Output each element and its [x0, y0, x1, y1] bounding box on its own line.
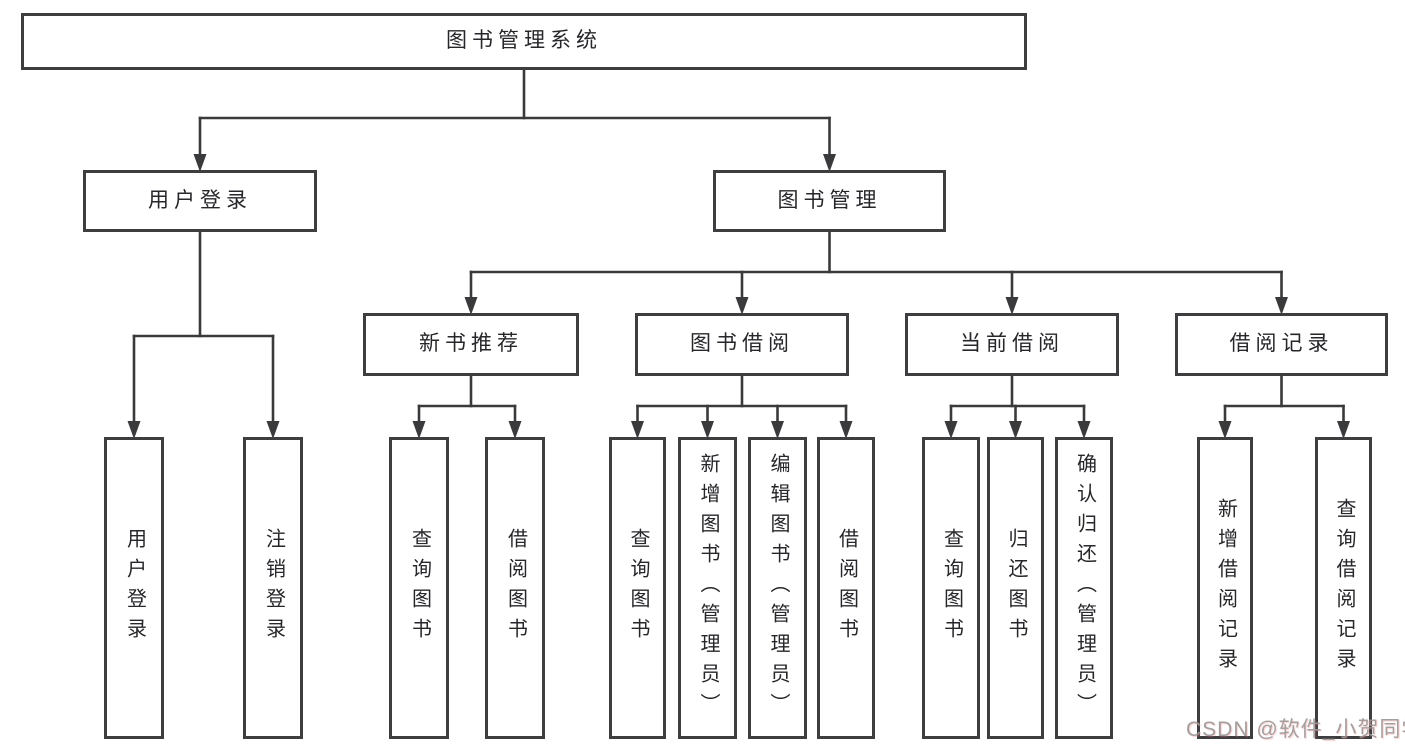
node-new-book-recommend: 新书推荐: [363, 313, 579, 376]
node-book-management: 图书管理: [713, 170, 946, 232]
node-current-borrow: 当前借阅: [905, 313, 1119, 376]
node-leaf-bb-edit-book: 编辑图书（管理员）: [748, 437, 807, 739]
node-label: 编辑图书（管理员）: [767, 453, 789, 723]
node-label: 确认归还（管理员）: [1073, 453, 1096, 723]
node-label: 查询图书: [408, 528, 431, 648]
node-label: 用户登录: [123, 528, 146, 648]
node-label: 注销登录: [262, 528, 285, 648]
node-label: 查询借阅记录: [1333, 498, 1355, 678]
node-leaf-cb-return-book: 归还图书: [987, 437, 1044, 739]
node-label: 用户登录: [148, 188, 252, 212]
node-book-borrow: 图书借阅: [635, 313, 849, 376]
node-leaf-cb-confirm-return: 确认归还（管理员）: [1055, 437, 1113, 739]
node-user-login: 用户登录: [83, 170, 317, 232]
node-leaf-bb-query-book: 查询图书: [609, 437, 666, 739]
node-label: 借阅图书: [504, 528, 527, 648]
node-leaf-bb-add-book: 新增图书（管理员）: [678, 437, 737, 739]
node-leaf-logout: 注销登录: [243, 437, 303, 739]
node-root: 图书管理系统: [21, 13, 1027, 70]
node-label: 图书管理系统: [446, 29, 602, 53]
node-label: 图书借阅: [690, 332, 794, 356]
watermark: CSDN @软件_小贺同学: [1186, 718, 1405, 741]
node-leaf-nb-borrow-book: 借阅图书: [485, 437, 545, 739]
node-leaf-cb-query-book: 查询图书: [922, 437, 980, 739]
node-label: 借阅记录: [1229, 332, 1334, 356]
node-leaf-user-login: 用户登录: [104, 437, 164, 739]
node-label: 归还图书: [1005, 528, 1027, 648]
node-leaf-bb-borrow-book: 借阅图书: [817, 437, 875, 739]
node-leaf-nb-query-book: 查询图书: [389, 437, 449, 739]
node-label: 新增图书（管理员）: [697, 453, 719, 723]
node-label: 图书管理: [777, 188, 882, 212]
node-leaf-br-query-record: 查询借阅记录: [1315, 437, 1372, 739]
node-label: 新增借阅记录: [1214, 498, 1237, 678]
node-borrow-record: 借阅记录: [1175, 313, 1388, 376]
node-label: 借阅图书: [835, 528, 858, 648]
node-leaf-br-add-record: 新增借阅记录: [1197, 437, 1253, 739]
node-label: 查询图书: [627, 528, 649, 648]
node-label: 当前借阅: [960, 332, 1064, 356]
node-label: 查询图书: [940, 528, 963, 648]
node-label: 新书推荐: [419, 332, 523, 356]
